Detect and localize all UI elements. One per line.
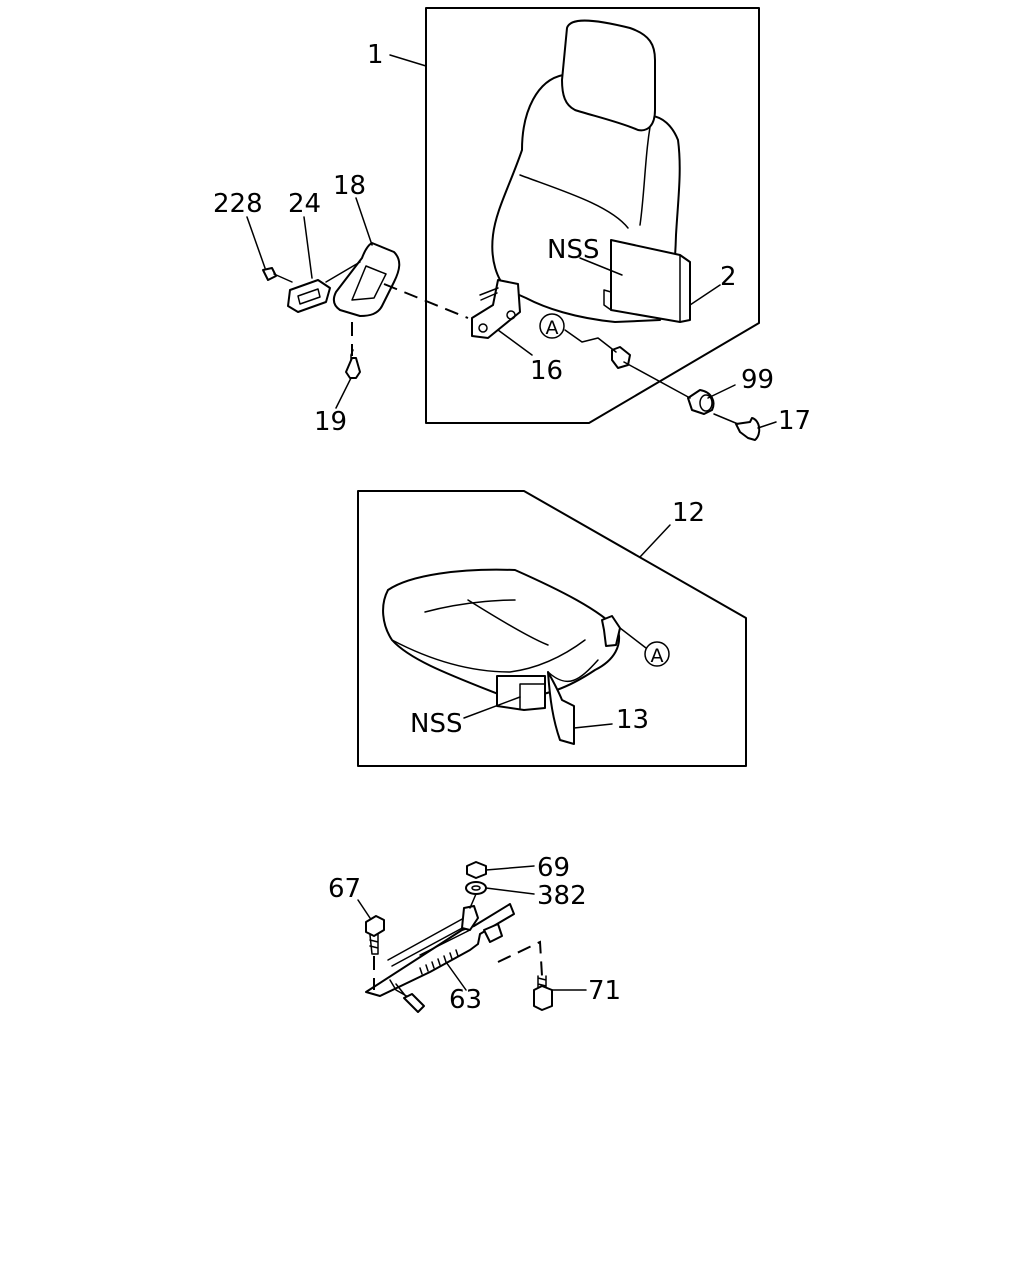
seat-back-group: A 1 2 NSS 16 99 17 18 24 228 19 bbox=[213, 7, 811, 441]
leader-18 bbox=[355, 197, 373, 246]
washer-382-hole bbox=[471, 885, 481, 891]
assembly-line-knob bbox=[325, 261, 361, 283]
leader-228 bbox=[246, 216, 266, 269]
label-part-19: 19 bbox=[314, 407, 347, 437]
bracket-teeth bbox=[479, 287, 499, 301]
leader-99 bbox=[707, 384, 736, 399]
cushion-seam bbox=[424, 599, 549, 646]
bolt-71-shank bbox=[537, 975, 547, 991]
bolt-67-thread bbox=[369, 933, 379, 955]
assembly-line-pivot bbox=[623, 361, 691, 399]
leader-19 bbox=[335, 377, 352, 409]
side-panel-13-curve bbox=[547, 659, 599, 683]
release-handle-grip bbox=[403, 993, 425, 1013]
seat-back-seam bbox=[519, 174, 629, 229]
leader-17 bbox=[757, 421, 777, 429]
assembly-line-recliner bbox=[383, 283, 469, 319]
leader-16 bbox=[497, 329, 533, 356]
side-cover-cushion bbox=[496, 675, 546, 711]
washer-382 bbox=[465, 881, 487, 895]
seat-rail bbox=[365, 903, 515, 997]
side-cover-back bbox=[610, 239, 691, 323]
label-part-16: 16 bbox=[530, 356, 563, 386]
leader-63 bbox=[445, 961, 467, 991]
leader-2 bbox=[689, 284, 721, 306]
bracket-hole-2 bbox=[506, 310, 516, 320]
ref-a-back-label: A bbox=[546, 317, 559, 339]
ref-circle-a-cushion bbox=[644, 641, 670, 667]
label-part-24: 24 bbox=[288, 189, 321, 219]
label-nss-cushion: NSS bbox=[410, 709, 462, 739]
recliner-cover-inner bbox=[351, 265, 387, 301]
knob-slot bbox=[297, 288, 321, 305]
leader-67 bbox=[357, 899, 371, 919]
leader-24 bbox=[303, 216, 313, 279]
nut-69 bbox=[466, 861, 487, 879]
collar-99-bore bbox=[699, 394, 713, 412]
label-part-12: 12 bbox=[672, 498, 705, 528]
leader-ref-a-back bbox=[564, 329, 617, 353]
ref-a-cushion-label: A bbox=[651, 645, 664, 667]
label-part-2: 2 bbox=[720, 262, 737, 292]
label-part-63: 63 bbox=[449, 985, 482, 1015]
cushion-hinge-tab bbox=[601, 615, 621, 647]
recliner-knob bbox=[287, 279, 331, 313]
label-part-17: 17 bbox=[778, 406, 811, 436]
label-part-228: 228 bbox=[213, 189, 263, 219]
seat-cushion-frame bbox=[357, 490, 747, 767]
label-part-67: 67 bbox=[328, 874, 361, 904]
ref-circle-a-back bbox=[539, 313, 565, 339]
screw-228 bbox=[262, 267, 277, 281]
rail-lock bbox=[483, 923, 503, 943]
bolt-17 bbox=[735, 417, 761, 441]
label-part-13: 13 bbox=[616, 705, 649, 735]
label-part-99: 99 bbox=[741, 365, 774, 395]
assembly-line-228 bbox=[273, 273, 293, 283]
bracket-hole-1 bbox=[478, 323, 488, 333]
leader-382 bbox=[485, 887, 535, 895]
label-part-18: 18 bbox=[333, 171, 366, 201]
side-cover-cushion-inner bbox=[519, 683, 546, 709]
label-nss-back: NSS bbox=[547, 235, 599, 265]
leader-nss-back bbox=[579, 257, 623, 276]
assembly-line-71 bbox=[497, 940, 543, 977]
seat-cushion-group: A 12 NSS 13 bbox=[357, 490, 747, 767]
leader-nss-cushion bbox=[463, 696, 521, 719]
leader-1 bbox=[389, 54, 427, 67]
label-part-71: 71 bbox=[588, 976, 621, 1006]
seat-adjuster-group: 69 382 67 63 71 bbox=[328, 853, 621, 1015]
recliner-cover bbox=[332, 242, 401, 317]
seat-rail-teeth bbox=[419, 949, 459, 975]
leader-13 bbox=[573, 723, 613, 729]
seat-back-frame bbox=[425, 7, 760, 424]
assembly-line-bolt bbox=[713, 413, 739, 425]
assembly-line-washer bbox=[469, 893, 477, 909]
bolt-67 bbox=[365, 915, 385, 937]
bolt-71-head bbox=[533, 985, 553, 1011]
side-cover-inner bbox=[603, 289, 612, 311]
cushion-front-edge bbox=[391, 639, 586, 673]
rail-bracket bbox=[461, 905, 479, 931]
seat-cushion bbox=[382, 568, 620, 699]
seat-rail-inner bbox=[387, 917, 471, 967]
leader-ref-a-cushion bbox=[619, 627, 647, 649]
label-part-1: 1 bbox=[367, 40, 384, 70]
headrest bbox=[561, 19, 656, 132]
screw-19 bbox=[345, 357, 361, 379]
label-part-69: 69 bbox=[537, 853, 570, 883]
side-cover-fold bbox=[679, 254, 691, 323]
leader-69 bbox=[485, 865, 535, 871]
label-part-382: 382 bbox=[537, 881, 587, 911]
leader-12 bbox=[639, 524, 671, 558]
side-panel-13 bbox=[547, 671, 575, 745]
